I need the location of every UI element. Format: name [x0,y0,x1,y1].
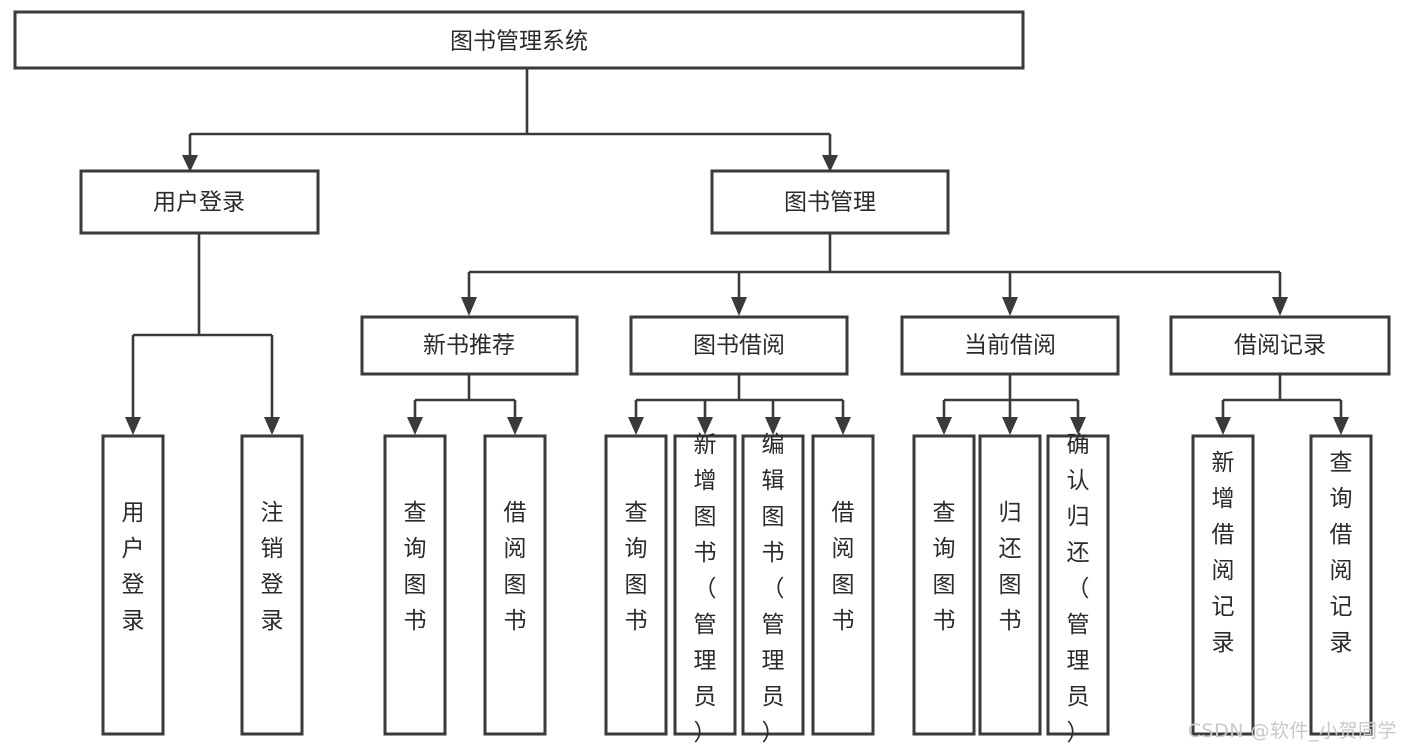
node-book-management[interactable]: 图书管理 [710,169,950,235]
arrow-record-leaf-2 [1333,417,1349,435]
leaf-label-user-login-2: 注销登录 [261,500,284,634]
leaf-label-book-borrow-2: 新增图书（管理员） [694,432,717,746]
arrow-level2-1 [461,297,477,316]
book-borrow-label: 图书借阅 [693,333,785,359]
leaf-box-current-borrow-1[interactable] [912,434,976,736]
arrow-record-leaf-1 [1215,417,1231,435]
leaf-node[interactable]: 查询图书 [383,434,447,736]
arrow-level1-right [822,155,838,172]
node-user-login[interactable]: 用户登录 [79,169,320,235]
leaf-label-new-book-2: 借阅图书 [504,500,527,634]
arrow-borrow-leaf-1 [628,417,644,435]
arrow-current-leaf-1 [936,417,952,435]
node-borrow-record[interactable]: 借阅记录 [1169,315,1391,376]
leaf-node[interactable]: 查询图书 [912,434,976,736]
arrow-borrow-leaf-3 [765,417,781,435]
leaf-box-borrow-record-2[interactable] [1309,434,1373,736]
leaf-label-current-borrow-3: 确认归还（管理员） [1067,432,1090,746]
arrow-userlogin-leaf-2 [264,417,280,435]
arrow-level1-left [182,155,198,172]
leaf-node[interactable]: 注销登录 [240,434,304,736]
new-book-recommend-box[interactable] [360,315,579,376]
arrow-current-leaf-3 [1070,417,1086,435]
arrow-level2-3 [1002,297,1018,316]
leaf-node[interactable]: 归还图书 [978,434,1042,736]
root-label: 图书管理系统 [450,29,588,55]
leaf-box-user-login-2[interactable] [240,434,304,736]
leaf-node[interactable]: 查询借阅记录 [1309,434,1373,736]
arrow-userlogin-leaf-1 [125,417,141,435]
leaf-node[interactable]: 借阅图书 [483,434,547,736]
leaf-node[interactable]: 用户登录 [101,434,165,736]
book-borrow-box[interactable] [629,315,849,376]
leaf-box-book-borrow-4[interactable] [811,434,875,736]
borrow-record-label: 借阅记录 [1234,333,1326,359]
leaf-node[interactable]: 新增借阅记录 [1191,434,1255,736]
leaf-label-current-borrow-1: 查询图书 [933,500,956,634]
leaf-label-borrow-record-2: 查询借阅记录 [1330,450,1353,656]
book-management-box[interactable] [710,169,950,235]
leaf-box-book-borrow-3[interactable] [741,434,805,736]
leaf-node[interactable]: 编辑图书（管理员） [741,432,805,746]
leaf-node[interactable]: 借阅图书 [811,434,875,736]
arrow-current-leaf-2 [1002,417,1018,435]
leaf-box-book-borrow-1[interactable] [604,434,668,736]
arrow-borrow-leaf-4 [835,417,851,435]
csdn-watermark: CSDN @软件_小贺同学 [1187,720,1397,742]
leaf-box-current-borrow-3[interactable] [1046,434,1110,736]
node-book-borrow[interactable]: 图书借阅 [629,315,849,376]
leaf-label-book-borrow-4: 借阅图书 [832,500,855,634]
arrow-level2-2 [731,297,747,316]
borrow-record-box[interactable] [1169,315,1391,376]
leaf-box-borrow-record-1[interactable] [1191,434,1255,736]
new-book-recommend-label: 新书推荐 [423,333,515,359]
user-login-label: 用户登录 [153,190,245,216]
leaf-box-new-book-2[interactable] [483,434,547,736]
leaf-box-user-login-1[interactable] [101,434,165,736]
node-root[interactable]: 图书管理系统 [13,10,1025,70]
leaf-label-user-login-1: 用户登录 [122,500,145,634]
node-current-borrow[interactable]: 当前借阅 [900,315,1120,376]
leaf-box-new-book-1[interactable] [383,434,447,736]
leaf-box-current-borrow-2[interactable] [978,434,1042,736]
leaf-label-book-borrow-3: 编辑图书（管理员） [762,432,785,746]
leaf-box-book-borrow-2[interactable] [673,434,737,736]
arrow-newbook-leaf-1 [407,417,423,435]
leaf-label-borrow-record-1: 新增借阅记录 [1212,450,1235,656]
arrow-borrow-leaf-2 [697,417,713,435]
leaf-node[interactable]: 确认归还（管理员） [1046,432,1110,746]
leaf-label-book-borrow-1: 查询图书 [625,500,648,634]
leaf-node[interactable]: 新增图书（管理员） [673,432,737,746]
node-new-book-recommend[interactable]: 新书推荐 [360,315,579,376]
edges-group [125,68,1349,435]
arrow-level2-4 [1272,297,1288,316]
arrow-newbook-leaf-2 [507,417,523,435]
root-box[interactable] [13,10,1025,70]
leaf-label-current-borrow-2: 归还图书 [999,500,1022,634]
leaf-label-new-book-1: 查询图书 [404,500,427,634]
book-management-label: 图书管理 [784,190,876,216]
current-borrow-label: 当前借阅 [964,333,1056,359]
user-login-box[interactable] [79,169,320,235]
current-borrow-box[interactable] [900,315,1120,376]
leaf-node[interactable]: 查询图书 [604,434,668,736]
